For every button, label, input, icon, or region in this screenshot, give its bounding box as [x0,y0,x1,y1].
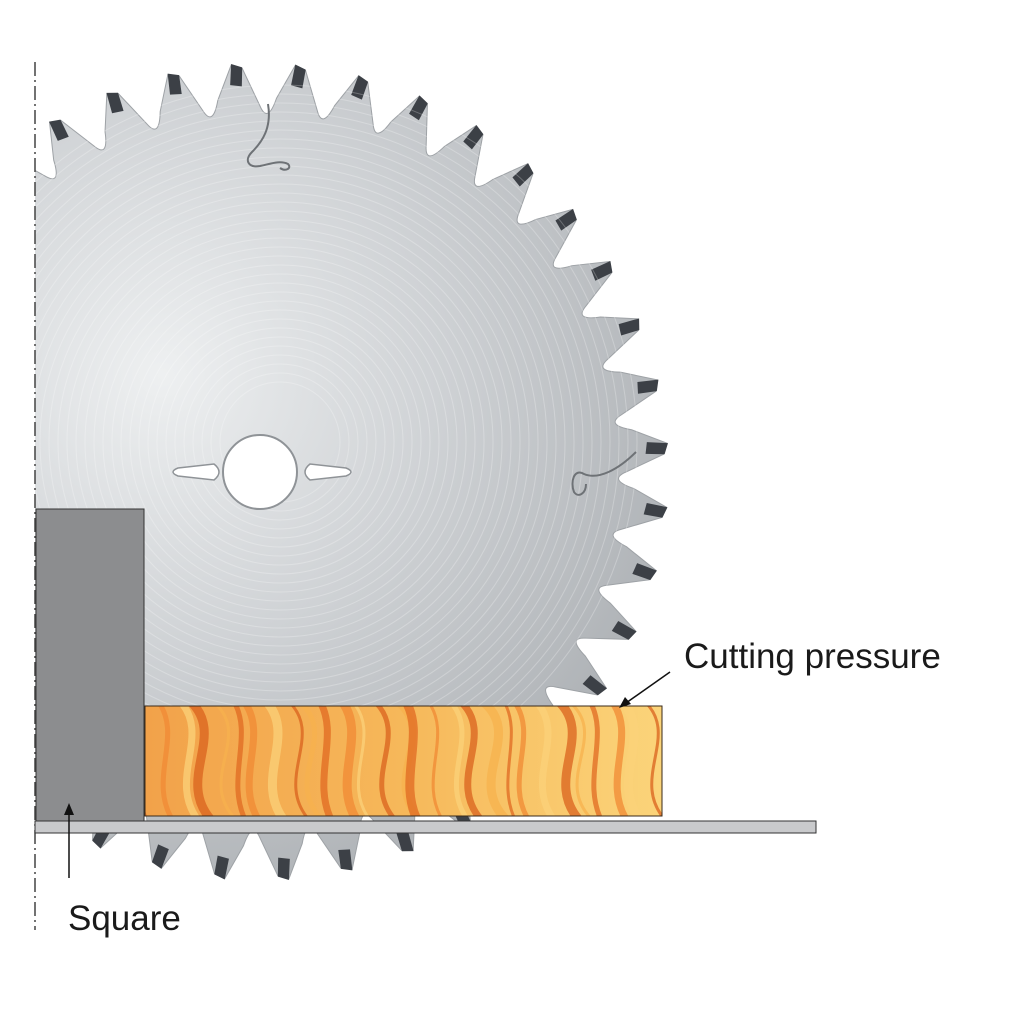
carbide-tooth-tip [643,503,668,518]
surface-ring [75,237,485,647]
surface-ring [102,264,458,620]
surface-ring [192,354,368,530]
wood-grain-line [157,706,174,816]
carbide-tooth-tip [611,621,637,640]
wood-grain-line [619,706,643,816]
surface-ring [210,372,350,512]
square-label: Square [68,899,181,938]
surface-ring [111,273,449,611]
surface-ring [39,201,521,683]
wood-grain-line [402,706,421,816]
wood-grain-line [429,706,443,816]
table-rail [34,820,817,834]
wood-grain-line [665,700,693,822]
surface-ring [35,192,530,692]
carbide-tooth-tip [351,75,369,100]
carbide-tooth-tip [555,208,577,231]
carbide-tooth-tip [106,92,124,114]
surface-ring [156,318,404,566]
wood-grain-line [215,706,236,816]
wood-grain-line [589,706,603,816]
pin-slot-right [304,463,352,481]
carbide-tooth-tip [409,95,428,121]
surface-ring [129,291,431,593]
arbor-hole [222,434,298,510]
cutting-pressure-arrow [619,671,671,708]
wood-grain-line [513,706,530,816]
surface-ring [48,210,512,674]
wood-grain-line [339,706,360,816]
wood-grain-line [299,706,323,816]
surface-ring [183,345,377,539]
carbide-tooth-tip [151,844,169,869]
wood-grain-line [290,706,309,816]
pin-slot-left [172,463,220,481]
surface-ring [84,246,476,638]
carbide-tooth-tip [632,563,657,581]
carbide-tooth-tip [0,757,8,780]
carbide-tooth-tip [463,124,484,150]
expansion-slot-right [571,451,637,496]
surface-ring [147,309,413,575]
square-arrow [64,803,74,878]
wood-grain-line [375,706,396,816]
wood-grain-line [318,706,334,816]
wood-grain-line [610,706,629,816]
surface-ring [93,255,467,629]
carbide-tooth-tip [396,830,414,852]
carbide-tooth-tip [167,73,182,95]
carbide-tooth-tip [582,675,608,696]
surface-ring [35,183,539,701]
carbide-tooth-tip [230,64,243,87]
wood-grain-line [188,706,214,816]
carbide-tooth-tip [512,163,534,187]
wood-grain-line [179,706,200,816]
wood-grain-line [450,706,469,816]
wood-grain-line [646,706,662,816]
wood-grain-line [233,706,247,816]
surface-ring [120,282,440,602]
carbide-tooth-tip [637,379,659,394]
wood-grain-line [535,706,556,816]
surface-ring [174,336,386,548]
surface-ring [66,228,494,656]
wood-grain-line [556,706,582,816]
wood-grain-line [459,706,483,816]
wood-grain-line [242,706,261,816]
carbide-tooth-tip [214,855,229,880]
carbide-tooth-tip [277,857,290,880]
expansion-slot-top [246,103,291,171]
surface-ring [165,327,395,557]
wood-grain-line [480,706,510,816]
carbide-tooth-tip [0,155,19,176]
wood-grain-line [263,706,287,816]
cutting-pressure-label: Cutting pressure [684,637,941,676]
wood-grain-line [504,706,516,816]
surface-ring [57,219,503,665]
carbide-tooth-tip [618,318,640,336]
wood-grain-line [571,706,592,816]
wood-workpiece [144,700,693,822]
surface-ring [201,363,359,521]
surface-ring [138,300,422,584]
carbide-tooth-tip [338,849,353,871]
carbide-tooth-tip [49,119,69,141]
square-block [35,508,145,822]
carbide-tooth-tip [591,261,613,281]
carbide-tooth-tip [291,64,306,89]
carbide-tooth-tip [645,442,668,455]
wood-grain-line [353,706,370,816]
